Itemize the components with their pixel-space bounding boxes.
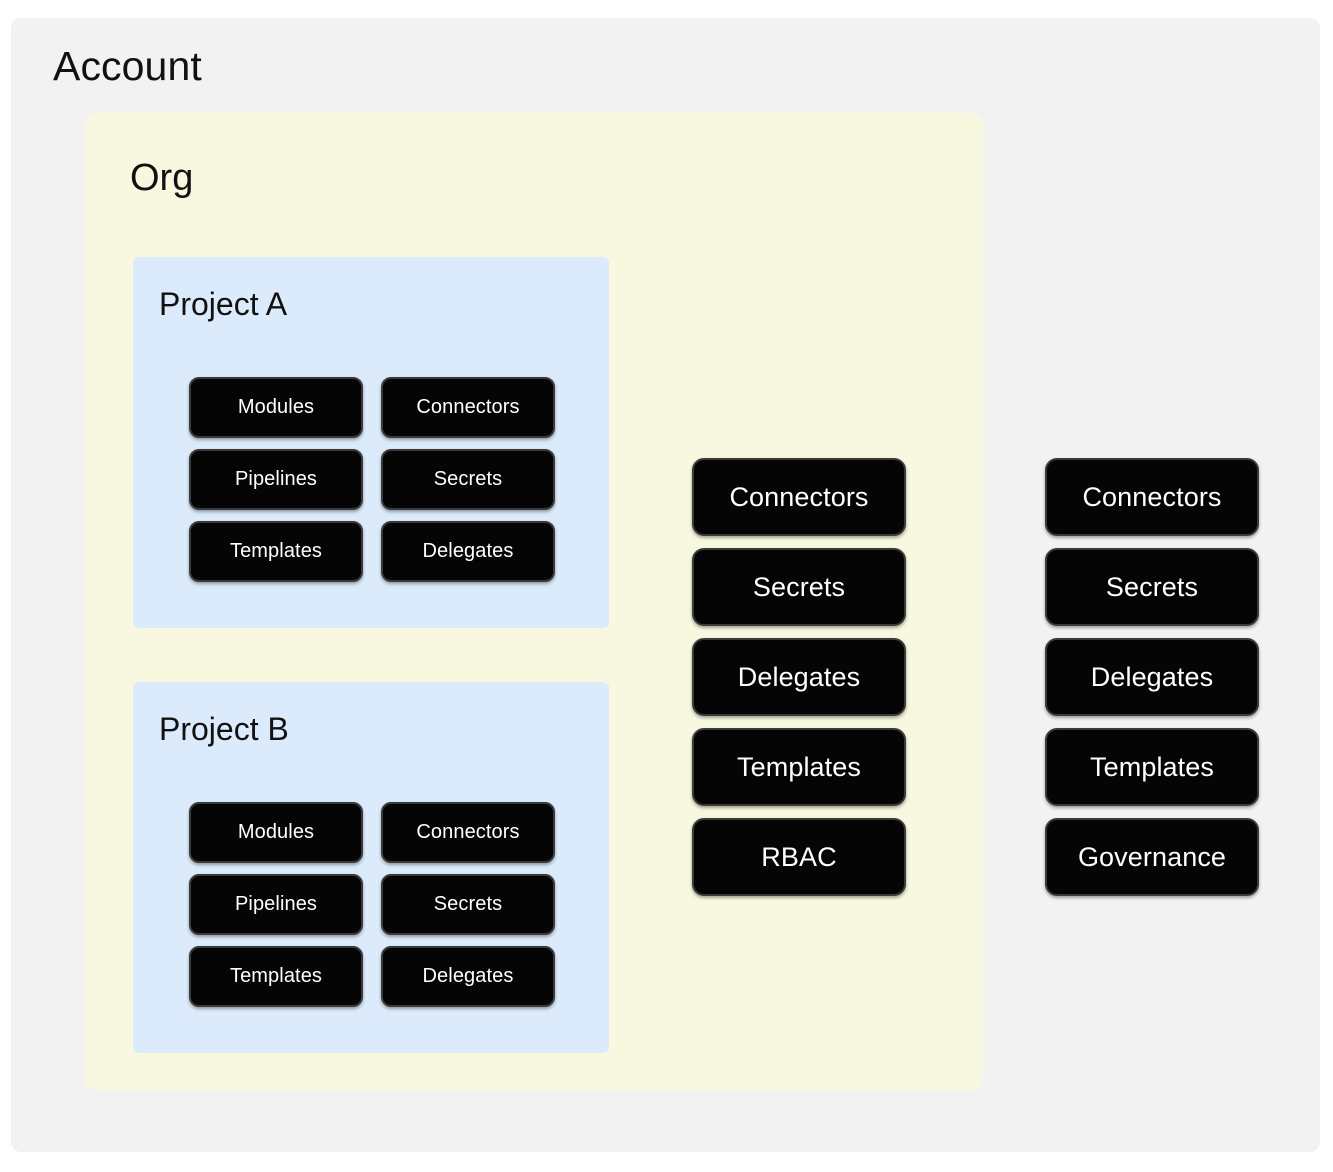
project-b-feature-grid: Modules Connectors Pipelines Secrets Tem… — [189, 802, 555, 1007]
account-title: Account — [53, 43, 202, 89]
org-feature-rbac[interactable]: RBAC — [692, 818, 906, 896]
org-feature-connectors[interactable]: Connectors — [692, 458, 906, 536]
project-b-feature-templates[interactable]: Templates — [189, 946, 363, 1007]
org-feature-templates[interactable]: Templates — [692, 728, 906, 806]
project-b-title: Project B — [159, 711, 289, 747]
project-b-feature-delegates[interactable]: Delegates — [381, 946, 555, 1007]
org-title: Org — [130, 157, 194, 199]
project-a-feature-delegates[interactable]: Delegates — [381, 521, 555, 582]
account-feature-column: Connectors Secrets Delegates Templates G… — [1045, 458, 1259, 896]
project-a-feature-connectors[interactable]: Connectors — [381, 377, 555, 438]
org-feature-column: Connectors Secrets Delegates Templates R… — [692, 458, 906, 896]
account-feature-connectors[interactable]: Connectors — [1045, 458, 1259, 536]
project-a-feature-pipelines[interactable]: Pipelines — [189, 449, 363, 510]
project-b-feature-connectors[interactable]: Connectors — [381, 802, 555, 863]
account-feature-templates[interactable]: Templates — [1045, 728, 1259, 806]
project-b-feature-secrets[interactable]: Secrets — [381, 874, 555, 935]
project-a-feature-grid: Modules Connectors Pipelines Secrets Tem… — [189, 377, 555, 582]
account-feature-delegates[interactable]: Delegates — [1045, 638, 1259, 716]
project-b-card: Project B Modules Connectors Pipelines S… — [133, 682, 609, 1053]
org-feature-secrets[interactable]: Secrets — [692, 548, 906, 626]
account-scope-card: Account Org Project A Modules Connectors… — [11, 18, 1320, 1152]
project-a-card: Project A Modules Connectors Pipelines S… — [133, 257, 609, 628]
project-a-feature-templates[interactable]: Templates — [189, 521, 363, 582]
project-a-feature-modules[interactable]: Modules — [189, 377, 363, 438]
project-a-feature-secrets[interactable]: Secrets — [381, 449, 555, 510]
project-b-feature-pipelines[interactable]: Pipelines — [189, 874, 363, 935]
project-a-title: Project A — [159, 286, 288, 322]
account-feature-secrets[interactable]: Secrets — [1045, 548, 1259, 626]
project-b-feature-modules[interactable]: Modules — [189, 802, 363, 863]
account-feature-governance[interactable]: Governance — [1045, 818, 1259, 896]
org-feature-delegates[interactable]: Delegates — [692, 638, 906, 716]
